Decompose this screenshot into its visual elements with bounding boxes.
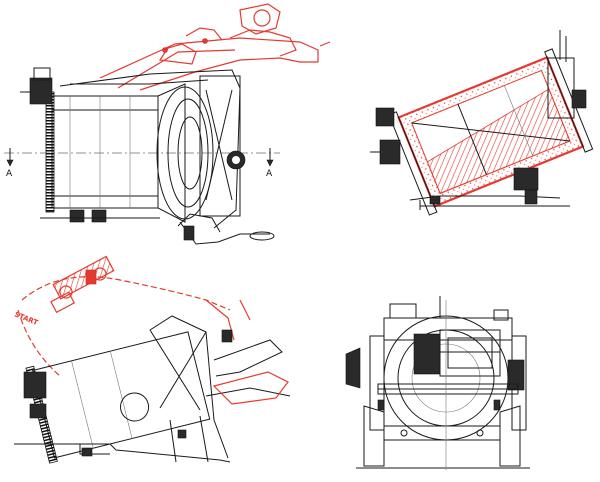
section-mark-right: A (266, 148, 274, 179)
end-drive-motor (413, 333, 441, 375)
section-mark-right-label: A (266, 169, 273, 179)
section-mark-left-label: A (6, 169, 13, 179)
drive-motor (29, 77, 53, 105)
section-motor (375, 107, 395, 127)
red-drive-motor (85, 269, 97, 285)
end-view (345, 296, 530, 470)
start-label: START (13, 310, 39, 327)
drum-body (51, 95, 159, 209)
raised-lid-overlay (99, 3, 331, 91)
tilted-pour-view: START (13, 255, 291, 464)
side-view: A A (4, 3, 331, 245)
gear-ring (45, 91, 55, 213)
tilted-section-view (370, 30, 594, 216)
tilt-ram-start-position (52, 255, 115, 300)
section-mark-left: A (6, 148, 14, 179)
